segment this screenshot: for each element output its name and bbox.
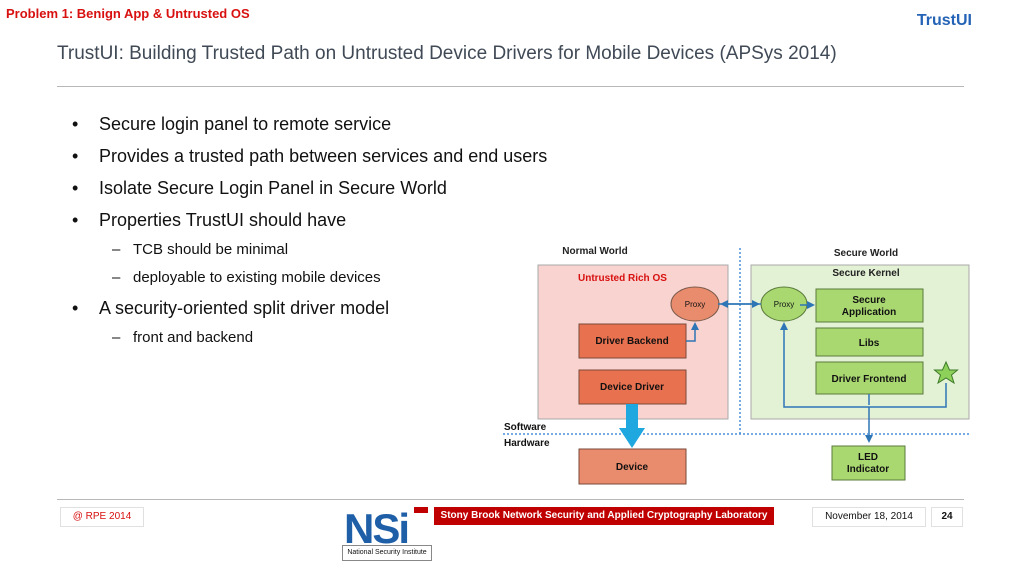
nsi-logo: NSi (344, 505, 428, 552)
copyright-label: @ RPE 2014 (60, 507, 144, 527)
driver-frontend-label: Driver Frontend (831, 374, 906, 385)
driver-backend-label: Driver Backend (595, 336, 668, 347)
proxy-secure-label: Proxy (774, 300, 794, 309)
lab-name-banner: Stony Brook Network Security and Applied… (434, 507, 774, 525)
device-box (578, 448, 687, 485)
libs-box (815, 327, 924, 357)
title-divider (57, 86, 964, 87)
sub-bullet-item: TCB should be minimal (72, 240, 547, 268)
normal-world-label: Normal World (562, 246, 627, 257)
led-indicator-label-1: LED (858, 452, 878, 463)
proxy-normal-label: Proxy (685, 300, 705, 309)
arrow-backend-to-proxy (686, 322, 699, 342)
device-driver-label: Device Driver (600, 382, 664, 393)
date-label: November 18, 2014 (812, 507, 926, 527)
problem-label: Problem 1: Benign App & Untrusted OS (6, 6, 250, 21)
bullet-item: Secure login panel to remote service (72, 112, 547, 144)
device-label: Device (616, 462, 649, 473)
slide-title: TrustUI: Building Trusted Path on Untrus… (57, 43, 837, 64)
bullet-item: Properties TrustUI should have (72, 208, 547, 240)
star-icon (933, 360, 959, 385)
nsi-logo-text: NSi (344, 505, 408, 552)
thick-arrow-shaft (626, 404, 638, 428)
device-driver-box (578, 369, 687, 405)
sub-bullet-item: front and backend (72, 328, 547, 356)
thick-arrow-head (619, 428, 645, 448)
footer-divider (57, 499, 964, 500)
secure-application-label-1: Secure (852, 295, 886, 306)
bullet-item: Provides a trusted path between services… (72, 144, 547, 176)
architecture-diagram: Normal World Secure World Untrusted Rich… (503, 246, 970, 485)
led-indicator-box (831, 445, 906, 481)
driver-backend-box (578, 323, 687, 359)
bullet-item: A security-oriented split driver model (72, 296, 547, 328)
secure-application-box (815, 288, 924, 323)
secure-application-label-2: Application (842, 307, 896, 318)
untrusted-os-label: Untrusted Rich OS (578, 273, 667, 284)
page-number: 24 (931, 507, 963, 527)
nsi-caption: National Security Institute (342, 545, 432, 561)
software-label: Software (504, 422, 547, 433)
sub-bullet-item: deployable to existing mobile devices (72, 268, 547, 296)
arrow-star-to-proxy (780, 322, 947, 408)
secure-world-label: Secure World (834, 248, 898, 259)
bullet-item: Isolate Secure Login Panel in Secure Wor… (72, 176, 547, 208)
secure-kernel-label: Secure Kernel (832, 268, 899, 279)
brand-label: TrustUI (916, 12, 972, 29)
hardware-label: Hardware (504, 438, 550, 449)
bullet-list: Secure login panel to remote service Pro… (72, 112, 547, 356)
led-indicator-label-2: Indicator (847, 464, 889, 475)
nsi-logo-accent (414, 507, 428, 513)
libs-label: Libs (859, 338, 880, 349)
